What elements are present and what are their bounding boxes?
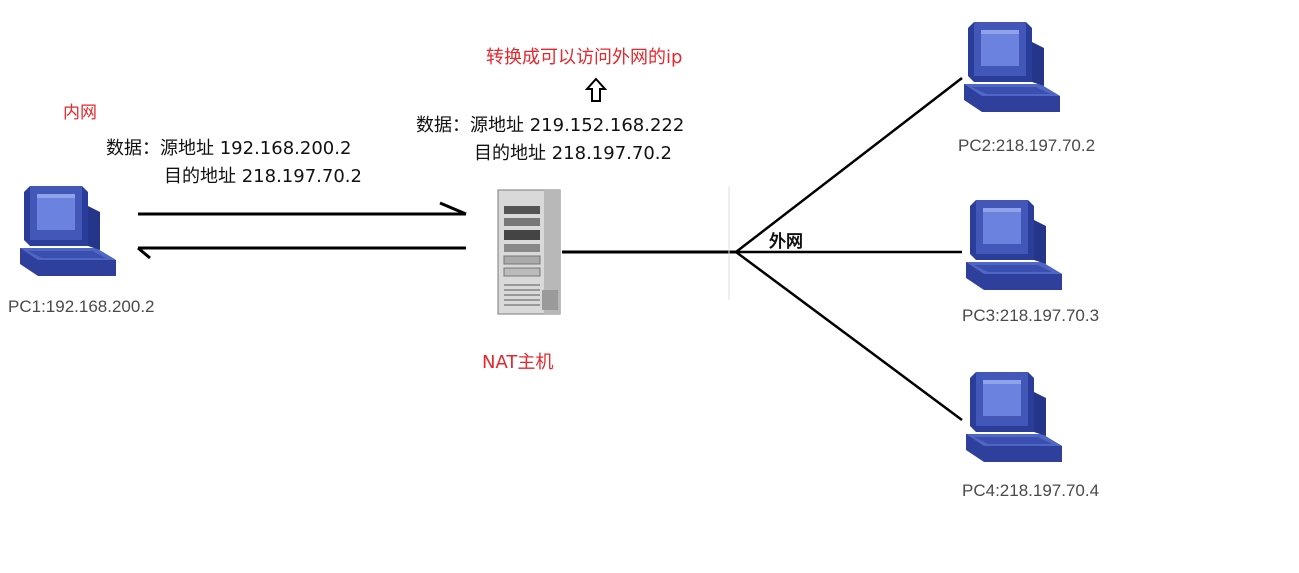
pc1-computer-icon [20, 186, 116, 276]
link-pc4 [735, 250, 963, 422]
inner-net-label: 内网 [63, 103, 97, 123]
up-arrow-icon [584, 77, 608, 102]
packet-out-source: 数据：源地址 219.152.168.222 [416, 115, 685, 136]
response-arrow [137, 246, 466, 260]
packet-in-destination: 目的地址 218.197.70.2 [164, 166, 362, 187]
packet-in-source: 数据：源地址 192.168.200.2 [106, 138, 352, 159]
nat-server-icon [497, 189, 561, 315]
convert-note: 转换成可以访问外网的ip [486, 47, 683, 68]
outer-net-label: 外网 [769, 232, 803, 252]
pc4-computer-icon [966, 372, 1062, 462]
pc2-computer-icon [964, 22, 1060, 112]
pc1-label: PC1:192.168.200.2 [8, 297, 155, 316]
pc3-computer-icon [966, 200, 1062, 290]
nat-host-label: NAT主机 [482, 352, 554, 373]
pc2-label: PC2:218.197.70.2 [958, 136, 1096, 155]
link-pc2 [735, 77, 963, 253]
request-arrow [138, 201, 467, 216]
pc3-label: PC3:218.197.70.3 [962, 306, 1100, 325]
pc4-label: PC4:218.197.70.4 [962, 481, 1100, 500]
packet-out-destination: 目的地址 218.197.70.2 [474, 143, 672, 164]
